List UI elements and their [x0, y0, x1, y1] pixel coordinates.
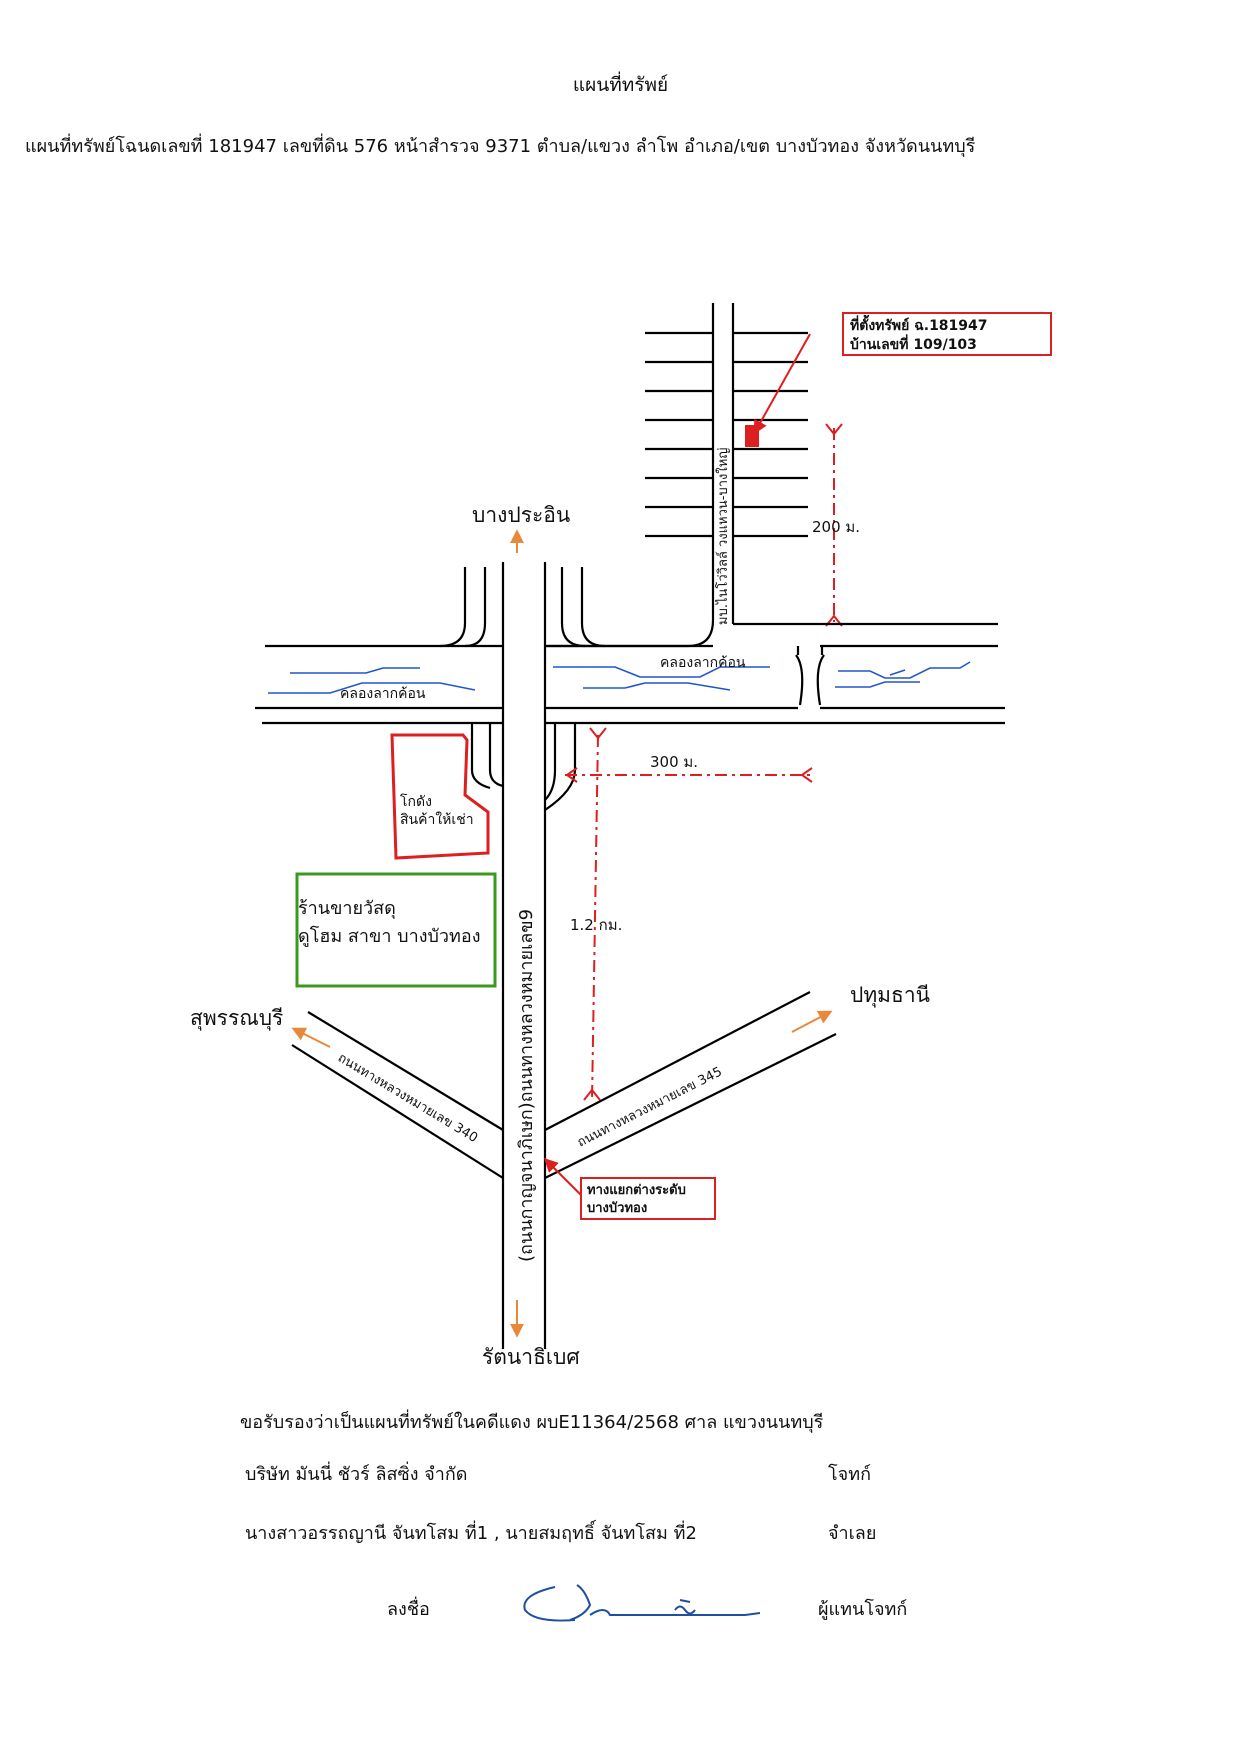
direction-east: ปทุมธานี [850, 983, 930, 1008]
main-road [439, 562, 606, 1349]
canal-lane-lines [255, 644, 1005, 725]
road-345 [544, 991, 837, 1179]
property-callout-pointer [753, 333, 811, 435]
document-title: แผนที่ทรัพย์ [572, 74, 669, 96]
warehouse-label-line2: สินค้าให้เช่า [400, 811, 474, 828]
plaintiff-role: โจทก์ [828, 1464, 871, 1485]
canal-label-right: คลองลากค้อน [660, 655, 746, 671]
distance-300-marker [565, 767, 813, 783]
distance-200-marker [825, 423, 843, 627]
property-callout-line1: ที่ตั้งทรัพย์ ฉ.181947 [850, 314, 988, 334]
store-label-line1: ร้านขายวัสดุ [298, 898, 396, 919]
document-subtitle: แผนที่ทรัพย์โฉนดเลขที่ 181947 เลขที่ดิน … [25, 136, 976, 157]
sign-role: ผู้แทนโจทก์ [818, 1599, 908, 1620]
defendant-role: จำเลย [828, 1523, 877, 1544]
defendant-name: นางสาวอรรถญานี จันทโสม ที่1 , นายสมฤทธิ์… [245, 1523, 697, 1544]
canal-label-left: คลองลากค้อน [340, 686, 426, 702]
road-340-label: ถนนทางหลวงหมายเลข 340 [335, 1051, 480, 1146]
village-label: มบ.ไนโว่วิลล์ วงแหวน-บางใหญ่ [715, 448, 731, 625]
distance-200-label: 200 ม. [812, 518, 860, 536]
sign-label: ลงชื่อ [387, 1599, 430, 1620]
distance-1200-marker [583, 727, 607, 1101]
road-340 [291, 1011, 504, 1179]
interchange-label-line1: ทางแยกต่างระดับ [587, 1183, 686, 1198]
west-arrow [291, 1027, 331, 1048]
warehouse-outline [390, 733, 490, 860]
canal-water [268, 661, 971, 694]
interchange-label-line2: บางบัวทอง [587, 1201, 647, 1216]
store-outline [295, 872, 497, 988]
certification-statement: ขอรับรองว่าเป็นแผนที่ทรัพย์ในคดีแดง ผบE1… [240, 1412, 824, 1433]
distance-1200-label: 1.2 กม. [570, 916, 622, 934]
plaintiff-name: บริษัท มันนี่ ชัวร์ ลิสซิ่ง จำกัด [245, 1464, 468, 1485]
store-label-line2: ดูโฮม สาขา บางบัวทอง [298, 925, 480, 947]
warehouse-label-line1: โกดัง [400, 793, 432, 810]
property-callout-line2: บ้านเลขที่ 109/103 [850, 334, 977, 353]
road-345-label: ถนนทางหลวงหมายเลข 345 [575, 1064, 725, 1150]
signature [523, 1584, 761, 1622]
direction-south: รัตนาธิเบศ [482, 1345, 580, 1369]
upper-road [265, 541, 998, 648]
direction-north: บางประอิน [472, 503, 570, 527]
property-callout-box [842, 312, 1052, 356]
east-arrow [791, 1010, 833, 1033]
interchange-callout-box [580, 1177, 716, 1220]
main-road-label: (ถนนกาญจนาภิเษก)ถนนทางหลวงหมายเลข9 [516, 909, 537, 1262]
direction-west: สุพรรณบุรี [190, 1006, 283, 1031]
distance-300-label: 300 ม. [650, 753, 698, 771]
village-street-grid [645, 303, 808, 541]
interchange-pointer [544, 1158, 582, 1196]
